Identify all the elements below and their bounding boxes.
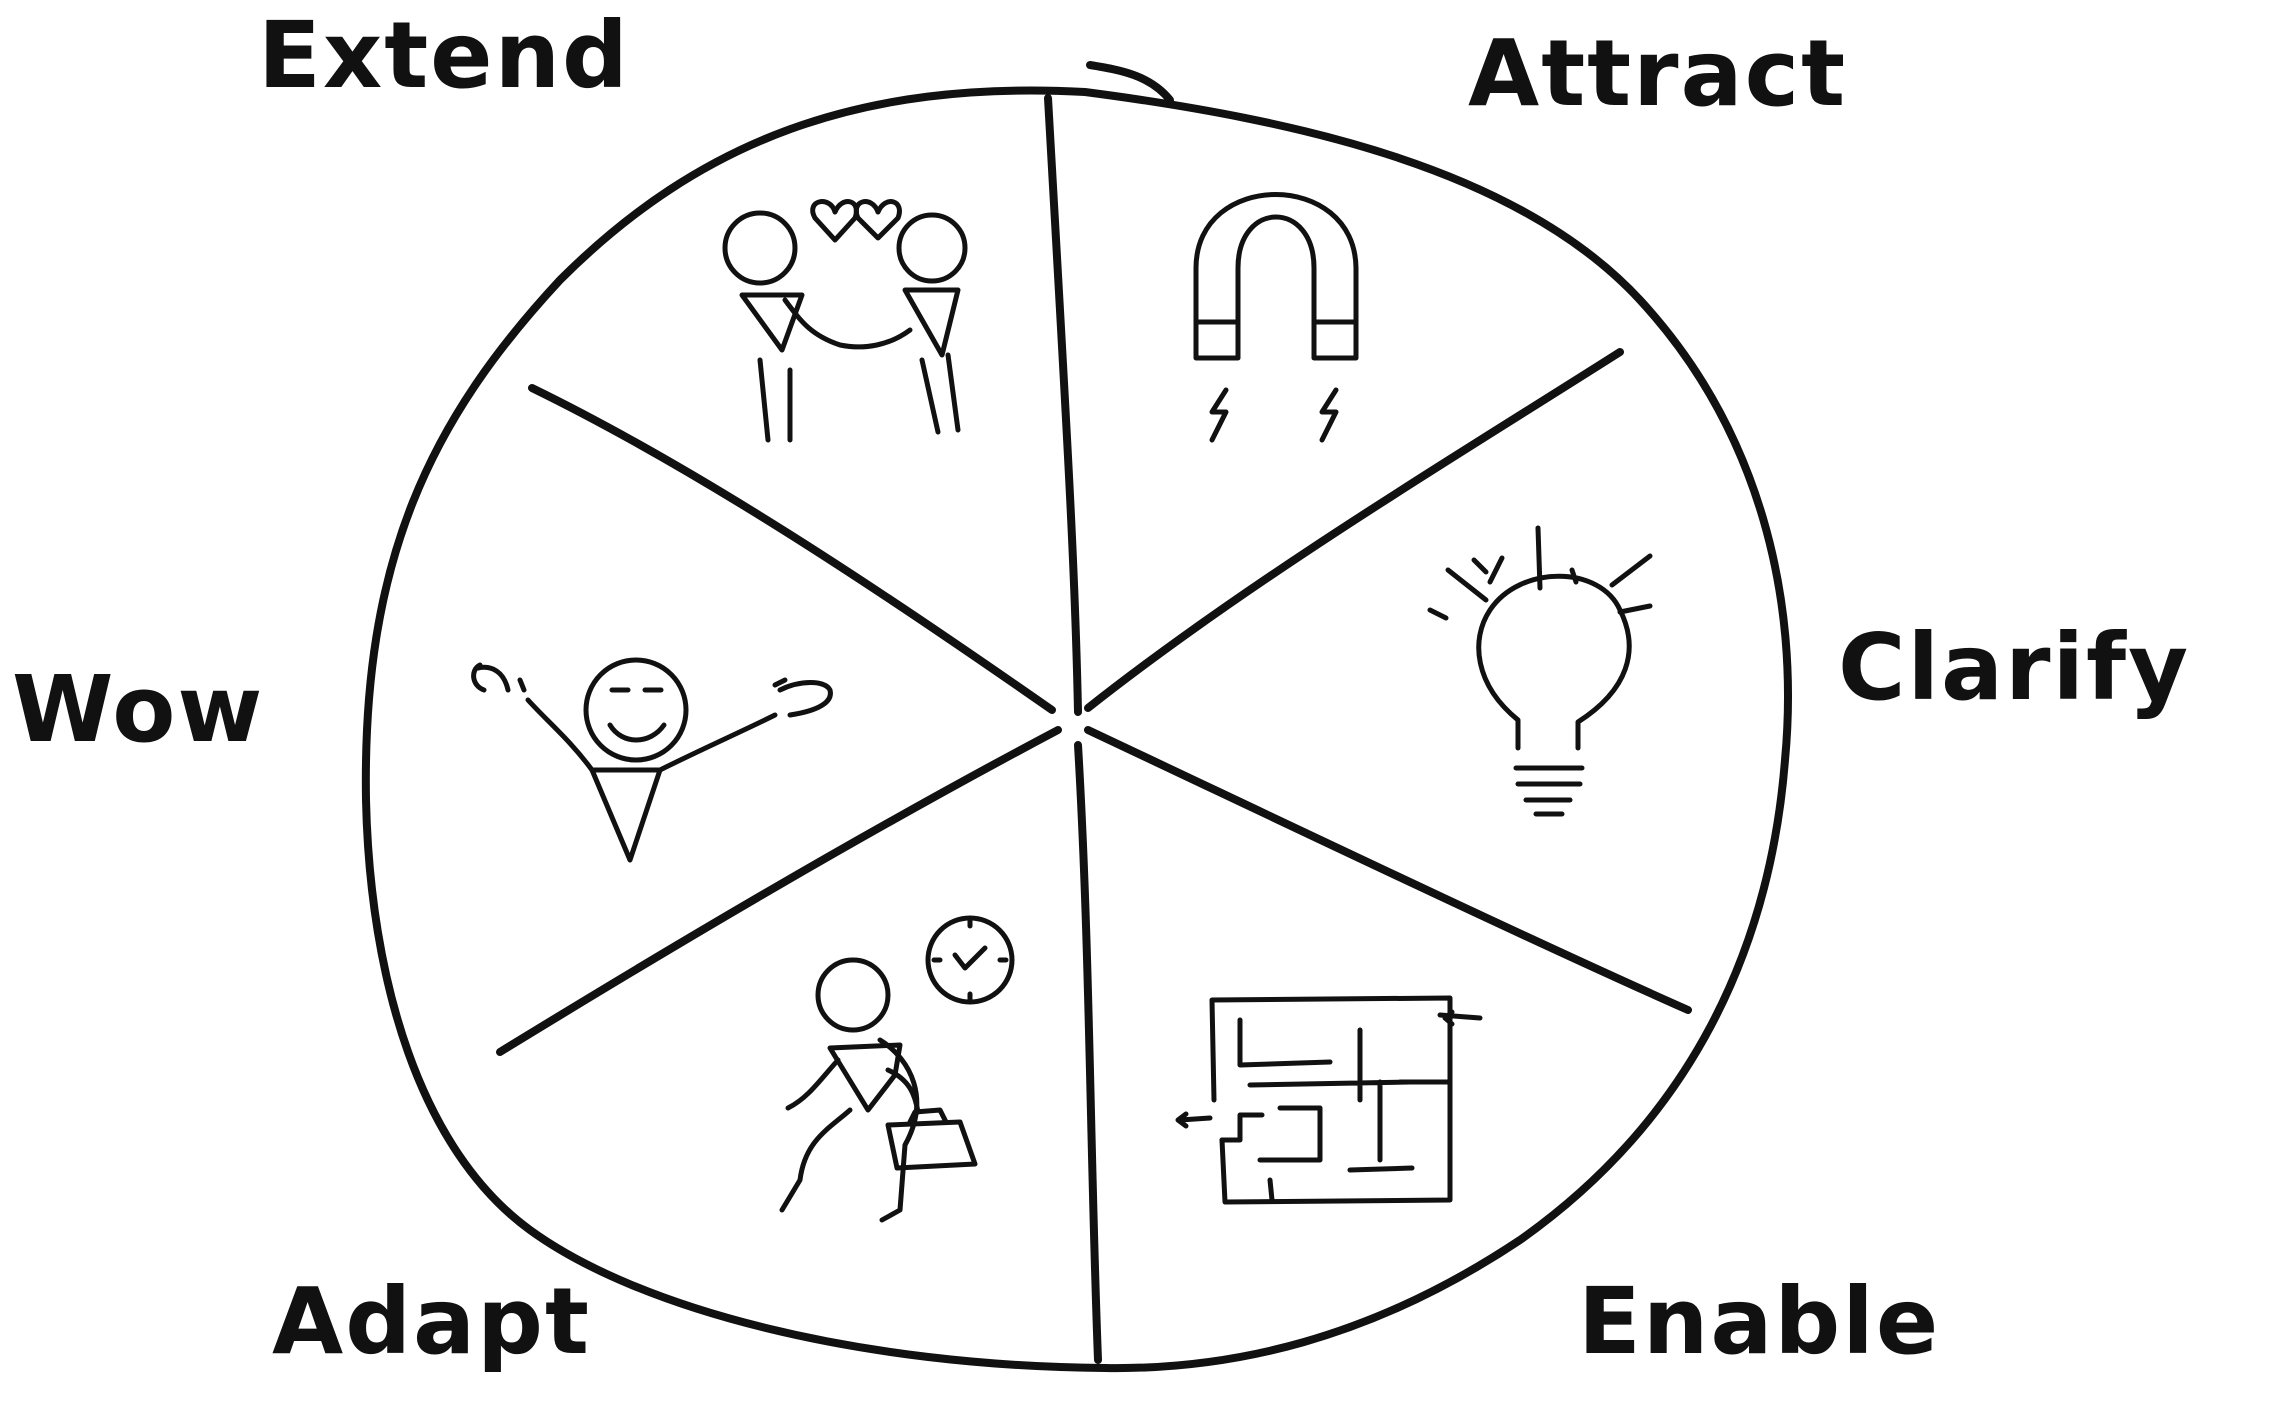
segment-label-attract: Attract: [1468, 20, 1848, 127]
segment-label-extend: Extend: [258, 2, 630, 109]
walking-person-clock-icon: [779, 915, 1015, 1223]
cheering-person-icon: [471, 657, 833, 863]
spoke-top: [1044, 94, 1082, 716]
spoke-bottom: [1074, 741, 1102, 1364]
spoke-top-right: [1084, 348, 1624, 712]
wheel-outline-overlap: [1086, 61, 1174, 104]
wheel-spokes: [496, 94, 1692, 1364]
handshake-hearts-icon: [722, 199, 968, 443]
segment-label-enable: Enable: [1578, 1268, 1941, 1375]
magnet-icon: [1193, 192, 1359, 443]
segment-label-clarify: Clarify: [1838, 614, 2191, 721]
segment-label-adapt: Adapt: [272, 1268, 591, 1375]
lightbulb-icon: [1427, 525, 1653, 817]
maze-icon: [1175, 995, 1483, 1205]
segment-label-wow: Wow: [12, 656, 265, 763]
spoke-top-left: [528, 384, 1056, 714]
spoke-bottom-right: [1084, 726, 1692, 1014]
spoke-bottom-left: [496, 726, 1062, 1056]
wheel-outline: [361, 86, 1793, 1373]
